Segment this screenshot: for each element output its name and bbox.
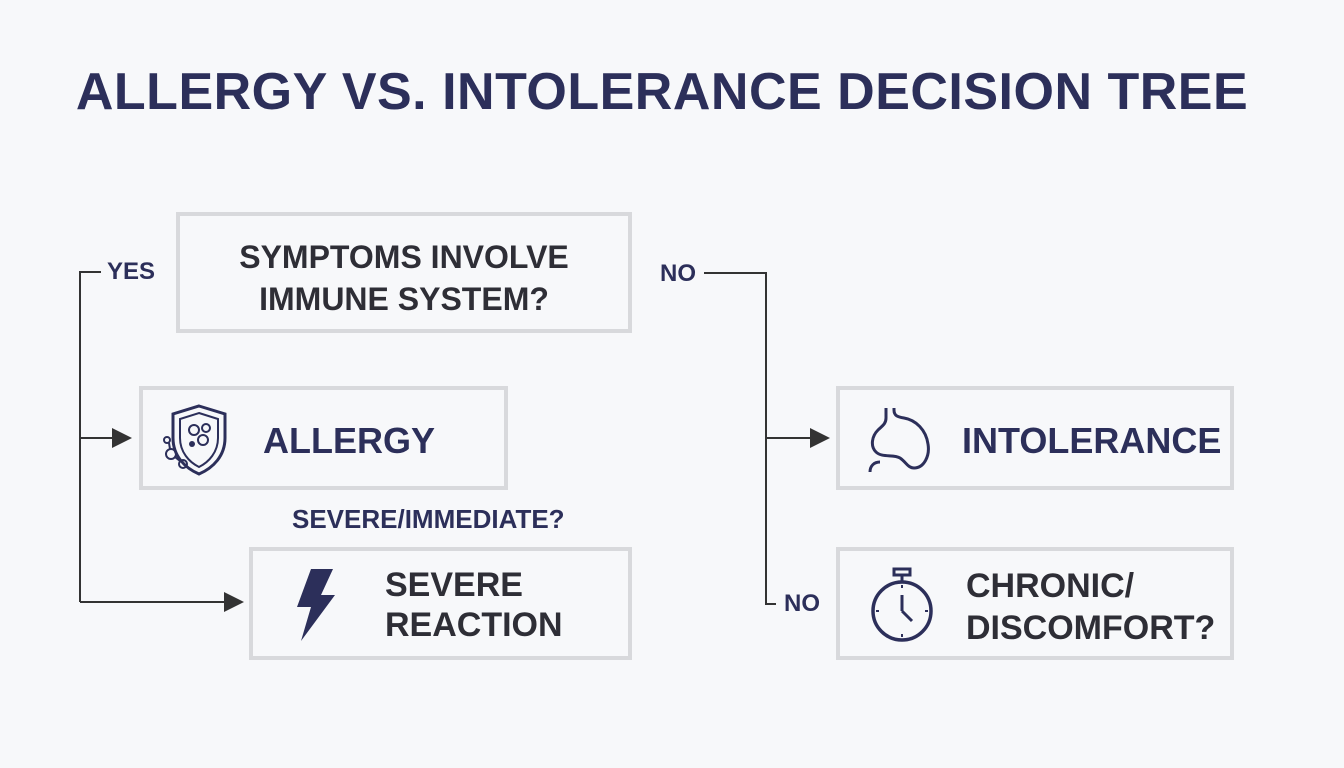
question-box: SYMPTOMS INVOLVE IMMUNE SYSTEM? <box>176 212 632 333</box>
allergy-box: ALLERGY <box>139 386 508 490</box>
severe-immediate-question: SEVERE/IMMEDIATE? <box>292 504 565 534</box>
no-label-bottom: NO <box>784 590 820 617</box>
intolerance-box: INTOLERANCE <box>836 386 1234 490</box>
chronic-line-1: CHRONIC/ <box>966 567 1135 605</box>
no-label-top: NO <box>660 260 696 287</box>
shield-allergen-icon <box>159 402 239 483</box>
yes-branch-line <box>79 271 101 602</box>
yes-label: YES <box>107 258 156 285</box>
chronic-line-2: DISCOMFORT? <box>966 609 1216 647</box>
severe-line-1: SEVERE <box>385 566 523 604</box>
question-line-2: IMMUNE SYSTEM? <box>259 281 549 317</box>
stomach-icon <box>864 404 934 481</box>
severe-line-2: REACTION <box>385 606 563 644</box>
diagram-title: ALLERGY VS. INTOLERANCE DECISION TREE <box>75 63 1249 121</box>
lightning-bolt-icon <box>293 565 339 650</box>
no-branch-line <box>704 272 776 605</box>
stopwatch-icon <box>868 567 936 648</box>
intolerance-label: INTOLERANCE <box>962 420 1222 461</box>
severe-reaction-box: SEVERE REACTION <box>249 547 632 660</box>
allergy-label: ALLERGY <box>263 420 436 461</box>
chronic-discomfort-box: CHRONIC/ DISCOMFORT? <box>836 547 1234 660</box>
question-line-1: SYMPTOMS INVOLVE <box>239 239 569 275</box>
